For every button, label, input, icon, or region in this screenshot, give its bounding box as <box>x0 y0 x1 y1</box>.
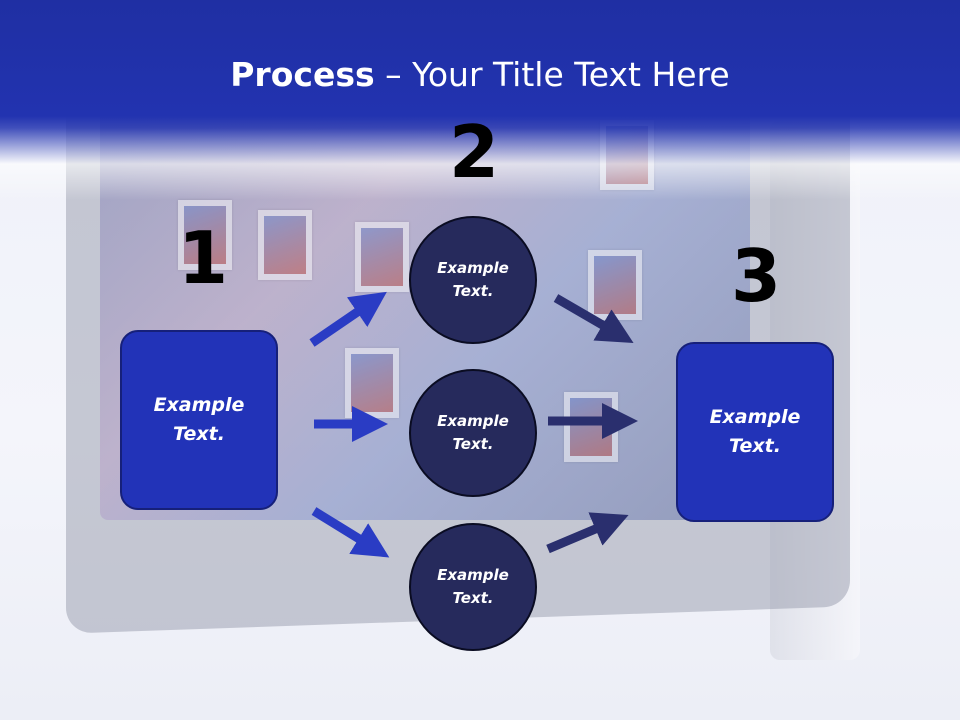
end-box-line1: Example <box>709 406 801 428</box>
title-rest: – Your Title Text Here <box>374 55 730 94</box>
start-box-line2: Text. <box>173 423 225 445</box>
circle-bottom-line1: Example <box>437 566 509 584</box>
photo-thumbnail <box>178 200 232 270</box>
start-box-line1: Example <box>153 394 245 416</box>
circle-bottom-line2: Text. <box>452 589 494 607</box>
arrow-bottom-to-right <box>546 512 629 554</box>
circle-top-line2: Text. <box>452 282 494 300</box>
end-box-line2: Text. <box>729 435 781 457</box>
photo-thumbnail <box>258 210 312 280</box>
arrow-left-to-bottom <box>311 507 390 558</box>
photo-thumbnail <box>355 222 409 292</box>
circle-middle-line2: Text. <box>452 435 494 453</box>
arrow-top-to-right <box>553 294 634 344</box>
step-number-3: 3 <box>731 234 782 318</box>
slide-title: Process – Your Title Text Here <box>0 54 960 96</box>
step-number-2: 2 <box>449 110 500 194</box>
arrow-left-to-top <box>309 291 387 347</box>
photo-thumbnail <box>588 250 642 320</box>
step-number-1: 1 <box>178 216 229 300</box>
circle-middle-line1: Example <box>437 412 509 430</box>
title-banner <box>0 0 960 200</box>
title-bold: Process <box>230 55 375 94</box>
circle-top-line1: Example <box>437 259 509 277</box>
